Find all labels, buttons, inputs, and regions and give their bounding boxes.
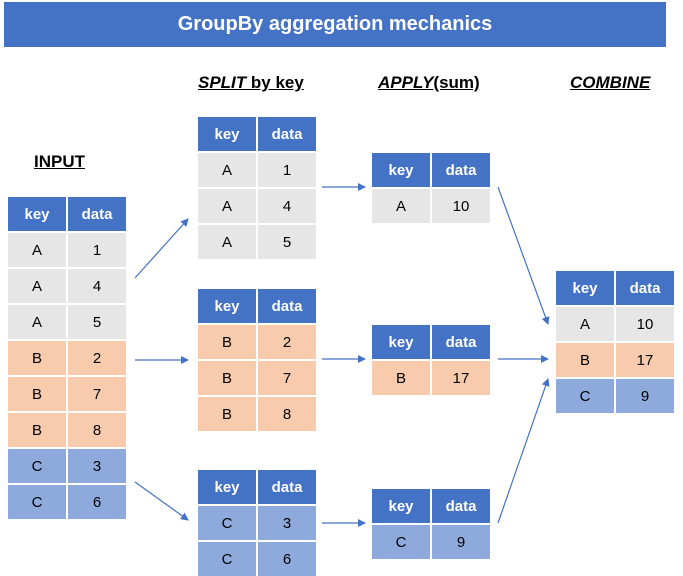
split-a-header-key: key (198, 117, 256, 151)
arrow-input-to-split-c (134, 481, 189, 521)
input-cell-data: 6 (68, 485, 126, 519)
split-label-emphasis: SPLIT (198, 73, 247, 92)
split-c-header-key: key (198, 470, 256, 504)
input-label: INPUT (34, 152, 85, 171)
combine-cell-key: C (556, 379, 614, 413)
split-table-c: key data C 3 C 6 (198, 470, 316, 576)
combine-table: key data A 10 B 17 C 9 (556, 271, 674, 413)
split-a-cell-key: A (198, 189, 256, 223)
apply-c-header-data: data (432, 489, 490, 523)
split-a-cell-key: A (198, 153, 256, 187)
apply-b-cell-data: 17 (432, 361, 490, 395)
combine-cell-data: 10 (616, 307, 674, 341)
arrow-apply-c-to-combine (497, 378, 550, 524)
apply-b-header-key: key (372, 325, 430, 359)
input-cell-key: A (8, 269, 66, 303)
split-b-header-key: key (198, 289, 256, 323)
apply-a-cell-data: 10 (432, 189, 490, 223)
arrow-apply-a-to-combine (497, 186, 550, 325)
split-a-cell-data: 5 (258, 225, 316, 259)
input-header-key: key (8, 197, 66, 231)
apply-a-header-key: key (372, 153, 430, 187)
apply-b-cell-key: B (372, 361, 430, 395)
split-b-cell-data: 2 (258, 325, 316, 359)
arrow-input-to-split-a (134, 218, 189, 279)
combine-cell-data: 9 (616, 379, 674, 413)
split-c-cell-key: C (198, 542, 256, 576)
combine-label: COMBINE (570, 73, 650, 93)
apply-a-header-data: data (432, 153, 490, 187)
split-b-cell-data: 7 (258, 361, 316, 395)
split-a-cell-key: A (198, 225, 256, 259)
apply-c-header-key: key (372, 489, 430, 523)
apply-table-b: key data B 17 (372, 325, 490, 395)
combine-cell-key: B (556, 343, 614, 377)
split-a-cell-data: 1 (258, 153, 316, 187)
input-table: key data A 1 A 4 A 5 B 2 B 7 B 8 C 3 C 6 (8, 197, 126, 519)
split-a-cell-data: 4 (258, 189, 316, 223)
combine-header-data: data (616, 271, 674, 305)
input-cell-data: 8 (68, 413, 126, 447)
input-cell-data: 7 (68, 377, 126, 411)
split-c-header-data: data (258, 470, 316, 504)
combine-cell-key: A (556, 307, 614, 341)
split-c-cell-key: C (198, 506, 256, 540)
input-cell-key: C (8, 485, 66, 519)
apply-label-rest: (sum) (433, 73, 480, 92)
split-b-cell-key: B (198, 361, 256, 395)
input-cell-key: A (8, 233, 66, 267)
input-cell-data: 2 (68, 341, 126, 375)
diagram-title: GroupBy aggregation mechanics (4, 2, 666, 47)
apply-a-cell-key: A (372, 189, 430, 223)
input-cell-key: B (8, 341, 66, 375)
input-cell-data: 4 (68, 269, 126, 303)
apply-label-emphasis: APPLY (378, 73, 434, 92)
apply-c-cell-key: C (372, 525, 430, 559)
combine-cell-data: 17 (616, 343, 674, 377)
split-b-cell-data: 8 (258, 397, 316, 431)
input-cell-data: 5 (68, 305, 126, 339)
split-table-a: key data A 1 A 4 A 5 (198, 117, 316, 259)
split-label: SPLIT by key (198, 73, 304, 93)
input-cell-key: C (8, 449, 66, 483)
input-cell-key: A (8, 305, 66, 339)
split-b-header-data: data (258, 289, 316, 323)
split-b-cell-key: B (198, 325, 256, 359)
input-cell-data: 1 (68, 233, 126, 267)
apply-c-cell-data: 9 (432, 525, 490, 559)
split-label-rest: by key (246, 73, 304, 92)
apply-b-header-data: data (432, 325, 490, 359)
split-a-header-data: data (258, 117, 316, 151)
apply-table-c: key data C 9 (372, 489, 490, 559)
apply-table-a: key data A 10 (372, 153, 490, 223)
split-c-cell-data: 3 (258, 506, 316, 540)
input-header-data: data (68, 197, 126, 231)
combine-header-key: key (556, 271, 614, 305)
split-c-cell-data: 6 (258, 542, 316, 576)
input-cell-key: B (8, 413, 66, 447)
split-table-b: key data B 2 B 7 B 8 (198, 289, 316, 431)
apply-label: APPLY(sum) (378, 73, 480, 93)
split-b-cell-key: B (198, 397, 256, 431)
input-cell-key: B (8, 377, 66, 411)
combine-label-text: COMBINE (570, 73, 651, 92)
input-cell-data: 3 (68, 449, 126, 483)
